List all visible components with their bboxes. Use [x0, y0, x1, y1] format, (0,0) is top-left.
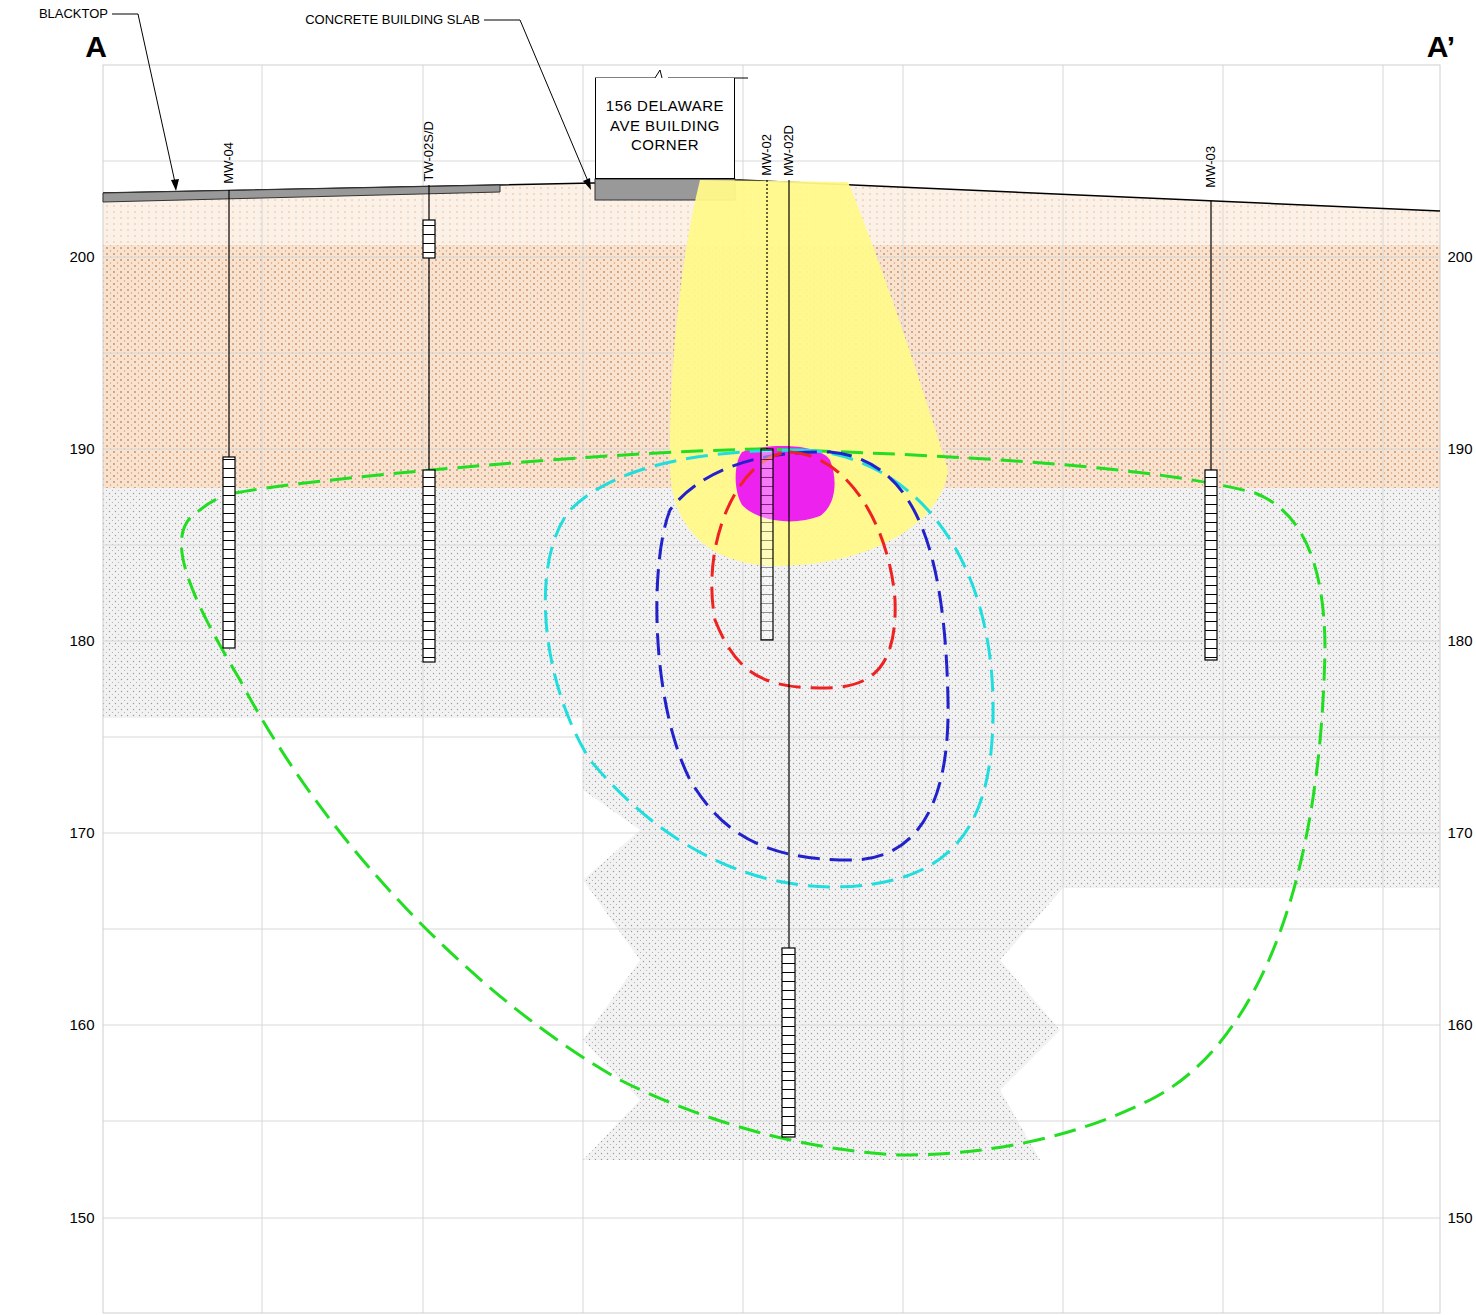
- elevation-tick: 170: [69, 825, 94, 842]
- section-end: A’: [1427, 30, 1455, 63]
- blacktop: [103, 185, 500, 202]
- well-name: MW-03: [1204, 146, 1218, 188]
- soil-impact-zone: [670, 180, 948, 566]
- callout-text: CONCRETE BUILDING SLAB: [305, 13, 480, 27]
- leader-lines: [112, 14, 590, 187]
- section-end: A: [85, 30, 107, 63]
- well-name: MW-04: [222, 142, 236, 184]
- leader-arrow: [171, 179, 179, 191]
- elevation-tick: 190: [1447, 441, 1472, 458]
- callout-text: BLACKTOP: [39, 7, 108, 21]
- building-label: 156 DELAWARE AVE BUILDING CORNER: [600, 96, 730, 155]
- elevation-tick: 160: [69, 1017, 94, 1034]
- grid: [103, 65, 1440, 1313]
- elevation-tick: 150: [69, 1210, 94, 1227]
- leader-arrow: [583, 178, 591, 190]
- concentration-contours: [181, 449, 1325, 1155]
- elevation-tick: 200: [1447, 249, 1472, 266]
- interbed-layer: [583, 718, 1063, 1160]
- elevation-tick: 200: [69, 249, 94, 266]
- elevation-tick: 170: [1447, 825, 1472, 842]
- elevation-tick: 180: [69, 633, 94, 650]
- wells: [223, 180, 1217, 1137]
- source-zone: [736, 446, 835, 522]
- building-box: 156 DELAWARE AVE BUILDING CORNER: [595, 78, 735, 179]
- well-name: MW-02: [760, 134, 774, 176]
- well-name: MW-02D: [782, 125, 796, 176]
- elevation-tick: 160: [1447, 1017, 1472, 1034]
- elevation-tick: 180: [1447, 633, 1472, 650]
- elevation-tick: 150: [1447, 1210, 1472, 1227]
- frame: [103, 65, 1440, 1313]
- well-name: TW-02S/D: [422, 121, 436, 181]
- elevation-tick: 190: [69, 441, 94, 458]
